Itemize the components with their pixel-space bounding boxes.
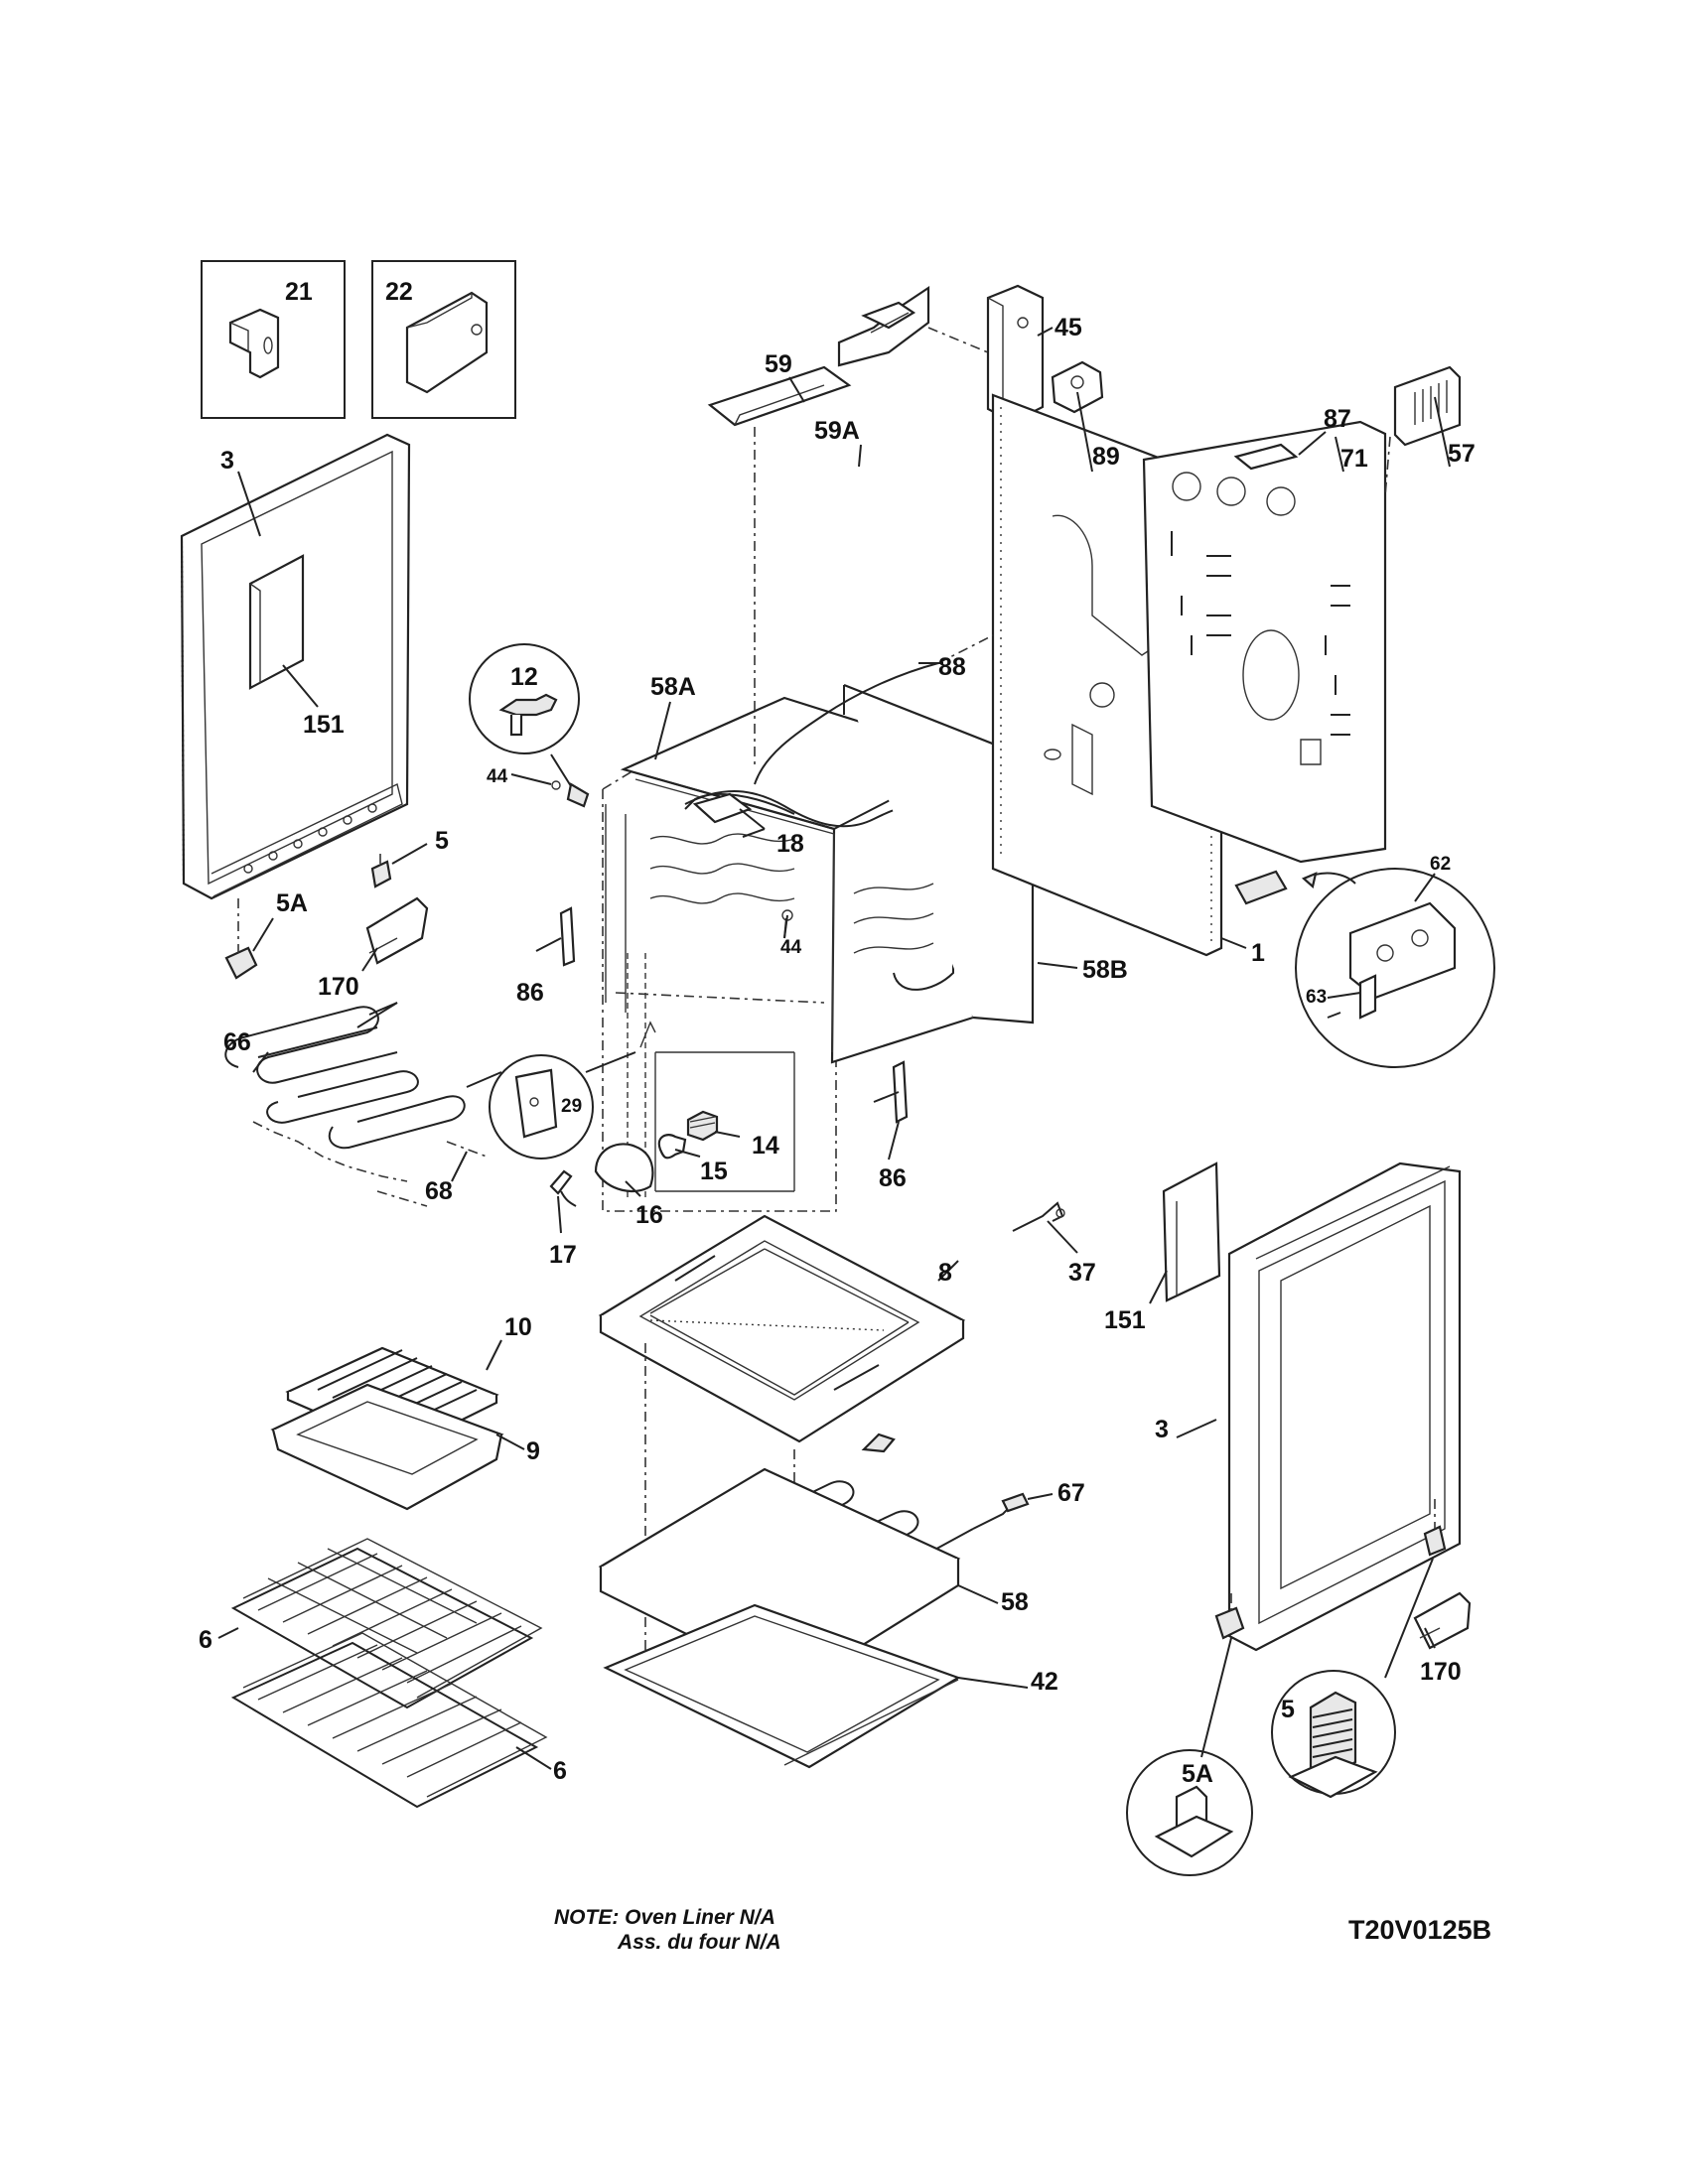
label-57: 57 bbox=[1448, 440, 1476, 468]
label-14: 14 bbox=[752, 1132, 779, 1160]
broil-pan-part-9[interactable] bbox=[270, 1383, 504, 1511]
label-42: 42 bbox=[1031, 1668, 1058, 1696]
label-151-left: 151 bbox=[303, 711, 345, 739]
label-63: 63 bbox=[1306, 987, 1327, 1008]
hinge-clip-part-44-upper[interactable] bbox=[510, 773, 561, 790]
lamp-clip-part-17[interactable] bbox=[549, 1169, 577, 1207]
right-side-panel-part-3[interactable] bbox=[1227, 1161, 1462, 1652]
label-21: 21 bbox=[285, 278, 313, 306]
label-44-upper: 44 bbox=[487, 766, 508, 787]
label-8: 8 bbox=[938, 1259, 952, 1287]
leveling-leg-part-5A-right[interactable] bbox=[1126, 1593, 1253, 1876]
label-5A-left: 5A bbox=[276, 889, 308, 917]
anti-tip-bracket-part-170-left[interactable] bbox=[365, 896, 429, 965]
bottom-panel-part-42[interactable] bbox=[603, 1603, 961, 1769]
label-58: 58 bbox=[1001, 1588, 1029, 1616]
vent-duct-part-45[interactable] bbox=[927, 284, 1045, 424]
label-3-right: 3 bbox=[1155, 1416, 1169, 1443]
label-59A: 59A bbox=[814, 417, 860, 445]
left-side-panel-part-3[interactable] bbox=[180, 433, 411, 900]
right-bracket-part-151[interactable] bbox=[1162, 1161, 1221, 1302]
vent-grille-part-57[interactable] bbox=[1384, 365, 1462, 497]
vent-duct-part-59A[interactable] bbox=[837, 285, 930, 367]
anti-tip-bracket-part-170-right[interactable] bbox=[1413, 1591, 1472, 1650]
note-line-1: NOTE: Oven Liner N/A bbox=[554, 1906, 775, 1929]
label-58B: 58B bbox=[1082, 956, 1128, 984]
leader-lines bbox=[217, 327, 1451, 1770]
label-86-right: 86 bbox=[879, 1164, 907, 1192]
oven-sensor-part-12[interactable] bbox=[469, 643, 590, 808]
label-151-right: 151 bbox=[1104, 1306, 1146, 1334]
label-68: 68 bbox=[425, 1177, 453, 1205]
leveling-leg-part-5-left[interactable] bbox=[370, 854, 392, 888]
label-66: 66 bbox=[223, 1028, 251, 1056]
lamp-cover-part-16[interactable] bbox=[594, 1143, 654, 1193]
label-59: 59 bbox=[765, 350, 792, 378]
label-16: 16 bbox=[635, 1201, 663, 1229]
label-45: 45 bbox=[1055, 314, 1082, 341]
label-29: 29 bbox=[561, 1096, 582, 1117]
rear-cover-part-71[interactable] bbox=[1142, 420, 1387, 864]
label-6-lower: 6 bbox=[553, 1757, 567, 1785]
label-22: 22 bbox=[385, 278, 413, 306]
label-62: 62 bbox=[1430, 854, 1451, 875]
label-67: 67 bbox=[1057, 1479, 1085, 1507]
sensor-part-37[interactable] bbox=[1012, 1201, 1065, 1232]
cover-bracket-part-87[interactable] bbox=[1233, 443, 1299, 471]
leveling-leg-part-5A-left[interactable] bbox=[224, 898, 258, 980]
label-17: 17 bbox=[549, 1241, 577, 1269]
terminal-screw-part-63[interactable] bbox=[1327, 974, 1377, 1020]
lamp-bulb-part-15[interactable] bbox=[657, 1134, 687, 1160]
label-37: 37 bbox=[1068, 1259, 1096, 1287]
label-5-right: 5 bbox=[1281, 1696, 1295, 1723]
callout-labels: 21 22 3 151 5 5A 170 12 44 58A 59A 59 45… bbox=[199, 278, 1476, 1788]
left-bracket-part-151[interactable] bbox=[248, 554, 305, 690]
door-lock-bracket-part-18[interactable] bbox=[692, 792, 766, 830]
wire-harness-part-88[interactable] bbox=[754, 634, 994, 785]
door-hinge-receptacle-part-86-left[interactable] bbox=[535, 906, 576, 967]
label-87: 87 bbox=[1324, 405, 1351, 433]
label-6-upper: 6 bbox=[199, 1626, 212, 1654]
note-line-2: Ass. du four N/A bbox=[617, 1931, 781, 1954]
leveling-leg-part-5-right[interactable] bbox=[1271, 1499, 1447, 1799]
label-10: 10 bbox=[504, 1313, 532, 1341]
vent-duct-part-59[interactable] bbox=[707, 365, 852, 764]
label-86-left: 86 bbox=[516, 979, 544, 1007]
footer: NOTE: Oven Liner N/A Ass. du four N/A T2… bbox=[554, 1906, 1491, 1954]
label-89: 89 bbox=[1092, 443, 1120, 471]
light-switch-part-29[interactable] bbox=[489, 1021, 656, 1160]
label-170-right: 170 bbox=[1420, 1658, 1462, 1686]
oven-liner-racks-outline bbox=[605, 804, 934, 1192]
label-88: 88 bbox=[938, 653, 966, 681]
label-18: 18 bbox=[776, 830, 804, 858]
oven-side-insulation-58B[interactable] bbox=[843, 683, 1035, 1024]
inset-part-22[interactable] bbox=[371, 260, 516, 419]
label-9: 9 bbox=[526, 1437, 540, 1465]
label-1: 1 bbox=[1251, 939, 1265, 967]
terminal-block-part-62[interactable] bbox=[1234, 868, 1495, 1068]
oven-bottom-part-8[interactable] bbox=[598, 1214, 966, 1717]
label-58A: 58A bbox=[650, 673, 696, 701]
bracket-part-89[interactable] bbox=[1051, 360, 1104, 414]
label-71: 71 bbox=[1340, 445, 1368, 473]
label-5-left: 5 bbox=[435, 827, 449, 855]
label-3-left: 3 bbox=[220, 447, 234, 475]
broil-element-part-66[interactable] bbox=[224, 1002, 502, 1150]
door-hinge-receptacle-part-86-right[interactable] bbox=[873, 1060, 909, 1124]
label-12: 12 bbox=[510, 663, 538, 691]
inset-part-21[interactable] bbox=[201, 260, 346, 419]
label-44-lower: 44 bbox=[780, 937, 802, 958]
lamp-socket-part-14[interactable] bbox=[686, 1110, 719, 1142]
diagram-code: T20V0125B bbox=[1348, 1915, 1491, 1945]
broil-element-shield-part-68[interactable] bbox=[252, 1121, 488, 1207]
label-170-left: 170 bbox=[318, 973, 359, 1001]
label-5A-right: 5A bbox=[1182, 1760, 1213, 1788]
label-15: 15 bbox=[700, 1158, 728, 1185]
oven-rack-part-6-lower[interactable] bbox=[230, 1632, 548, 1809]
oven-rack-part-6-upper[interactable] bbox=[230, 1538, 543, 1709]
